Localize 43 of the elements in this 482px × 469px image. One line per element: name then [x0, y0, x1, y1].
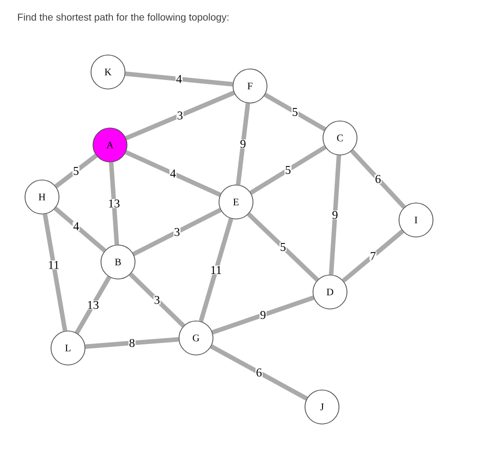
- edge-line: [54, 154, 98, 188]
- edge-line: [210, 344, 308, 401]
- edge-line: [328, 155, 342, 275]
- edge-label: 3: [154, 295, 160, 304]
- edge-label: 8: [128, 338, 136, 348]
- edge-line: [124, 150, 222, 197]
- edge-line: [74, 276, 112, 334]
- edge-line: [250, 145, 326, 195]
- edge-line: [125, 71, 233, 87]
- edge-line: [128, 272, 186, 328]
- edge-label: 5: [292, 108, 298, 116]
- edge-line: [236, 103, 250, 185]
- edge-line: [125, 90, 235, 140]
- edge-line: [212, 296, 314, 334]
- edge-label: 4: [176, 74, 182, 84]
- edge-label: 11: [210, 266, 222, 274]
- edge-label: 11: [47, 260, 60, 270]
- edge-label: 3: [174, 227, 180, 236]
- edge-label: 13: [86, 300, 100, 310]
- edge-line: [247, 212, 319, 282]
- edge-line: [108, 162, 120, 245]
- edge-label: 5: [284, 166, 292, 174]
- edge-line: [350, 149, 406, 209]
- edge-line: [198, 218, 234, 322]
- edge-line: [85, 337, 179, 349]
- edge-label: 6: [374, 174, 382, 184]
- edge-label: 9: [240, 139, 246, 148]
- edge-label: 9: [260, 310, 266, 320]
- edge-line: [132, 208, 222, 256]
- edge-label: 13: [108, 198, 120, 208]
- edge-label: 3: [176, 110, 184, 120]
- edge-label: 6: [256, 368, 262, 377]
- edge-label: 7: [370, 252, 376, 260]
- edge-label: 5: [72, 166, 80, 176]
- edge-label: 5: [280, 242, 286, 252]
- edge-line: [42, 214, 68, 332]
- edge-label: 4: [170, 169, 176, 178]
- edge-line: [54, 206, 106, 252]
- edge-label: 4: [72, 222, 80, 231]
- title: Find the shortest path for the following topology:: [18, 13, 228, 23]
- edge-label: 9: [332, 210, 338, 220]
- edge-line: [264, 92, 326, 132]
- edge-line: [342, 229, 404, 283]
